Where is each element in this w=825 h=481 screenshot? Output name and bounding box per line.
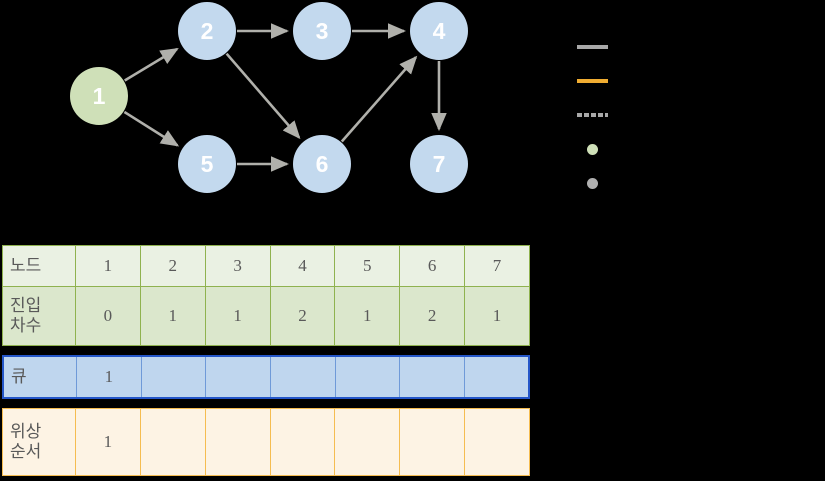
legend-item-4[interactable] — [577, 138, 618, 160]
topological-order-table: 위상 순서 1 — [2, 408, 530, 476]
graph-node-6[interactable]: 6 — [293, 135, 351, 193]
graph-node-label: 3 — [315, 17, 329, 44]
legend-dot-sample — [577, 172, 608, 194]
queue-cell — [334, 355, 401, 399]
topo-cell: 1 — [75, 408, 141, 476]
topo-cell — [204, 408, 271, 476]
legend-item-1[interactable] — [577, 36, 618, 58]
queue-cell — [463, 355, 530, 399]
row-label-topo-line1: 위상 — [10, 422, 42, 442]
legend-line-icon — [577, 79, 608, 83]
legend-dot-wrap — [577, 172, 608, 194]
queue-cell — [205, 355, 271, 399]
node-cell: 3 — [204, 245, 271, 287]
graph-node-4[interactable]: 4 — [410, 2, 468, 60]
topo-cell — [334, 408, 401, 476]
graph-edge-1-2 — [124, 47, 179, 82]
legend-dot-icon — [587, 143, 598, 155]
graph-node-5[interactable]: 5 — [178, 135, 236, 193]
topo-cell — [269, 408, 336, 476]
graph-node-1[interactable]: 1 — [70, 67, 128, 125]
node-cell: 7 — [464, 245, 530, 287]
graph-node-7[interactable]: 7 — [410, 135, 468, 193]
legend-line-sample — [577, 36, 608, 58]
indegree-cell: 2 — [269, 286, 336, 346]
legend-dot-icon — [587, 177, 598, 189]
indegree-cell: 1 — [139, 286, 206, 346]
legend-line-sample — [577, 70, 608, 92]
graph-diagram: 1 2 3 4 5 6 7 — [0, 0, 550, 225]
row-label-indegree-line2: 차수 — [10, 316, 42, 335]
row-label-indegree-line1: 진입 — [10, 296, 42, 316]
table-row-indegree: 진입 차수 0 1 1 2 1 2 1 — [2, 286, 530, 346]
node-cell: 6 — [399, 245, 466, 287]
graph-edge-6-4 — [340, 55, 418, 143]
row-label-topo: 위상 순서 — [2, 408, 76, 476]
graph-node-label: 5 — [200, 150, 214, 177]
graph-node-label: 7 — [432, 150, 446, 177]
queue-cell — [140, 355, 207, 399]
graph-node-3[interactable]: 3 — [293, 2, 351, 60]
table-row-node: 노드 1 2 3 4 5 6 7 — [2, 245, 530, 287]
legend-item-3[interactable] — [577, 104, 618, 126]
legend-dashed-line-icon — [577, 113, 608, 117]
legend-dot-sample — [577, 138, 608, 160]
legend-item-5[interactable] — [577, 172, 618, 194]
graph-node-label: 2 — [200, 17, 214, 44]
indegree-cell: 0 — [75, 286, 141, 346]
node-cell: 5 — [334, 245, 401, 287]
legend-dashed-sample — [577, 104, 608, 126]
row-label-node: 노드 — [2, 245, 76, 287]
indegree-cell: 1 — [204, 286, 271, 346]
queue-cell: 1 — [76, 355, 142, 399]
indegree-cell: 2 — [399, 286, 466, 346]
graph-edge-1-5 — [123, 110, 180, 147]
graph-node-2[interactable]: 2 — [178, 2, 236, 60]
row-label-queue: 큐 — [2, 355, 77, 399]
table-row-queue: 큐 1 — [2, 355, 530, 399]
topo-cell — [464, 408, 530, 476]
graph-node-label: 4 — [432, 17, 446, 44]
queue-cell — [269, 355, 336, 399]
legend-item-2[interactable] — [577, 70, 618, 92]
node-cell: 4 — [269, 245, 336, 287]
row-label-indegree: 진입 차수 — [2, 286, 76, 346]
graph-edge-2-6 — [225, 52, 301, 140]
legend-line-icon — [577, 45, 608, 49]
topo-cell — [139, 408, 206, 476]
legend-dot-wrap — [577, 138, 608, 160]
node-cell: 1 — [75, 245, 141, 287]
row-label-topo-line2: 순서 — [10, 442, 42, 461]
node-cell: 2 — [139, 245, 206, 287]
graph-node-label: 1 — [92, 82, 106, 109]
in-degree-table: 노드 1 2 3 4 5 6 7 진입 차수 0 1 1 2 1 2 1 — [2, 245, 530, 346]
topo-cell — [399, 408, 466, 476]
table-row-topo: 위상 순서 1 — [2, 408, 530, 476]
indegree-cell: 1 — [334, 286, 401, 346]
queue-cell — [399, 355, 465, 399]
queue-table: 큐 1 — [2, 355, 530, 399]
indegree-cell: 1 — [464, 286, 530, 346]
graph-edges-layer — [123, 23, 447, 172]
graph-node-label: 6 — [315, 150, 329, 177]
